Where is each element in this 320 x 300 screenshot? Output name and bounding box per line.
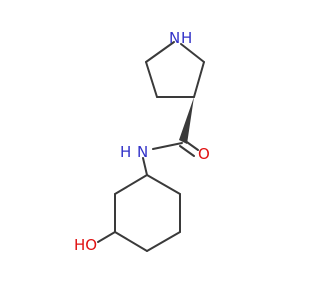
bond-carbonyl-1 bbox=[183, 139, 199, 151]
wedge-bond bbox=[179, 97, 194, 144]
bonds bbox=[97, 41, 205, 252]
bond-cy-1 bbox=[146, 174, 181, 195]
bond-ch2-n-right bbox=[180, 43, 205, 63]
bond-cy-3 bbox=[146, 231, 181, 252]
bond-stereocenter-ch2-right bbox=[193, 61, 205, 98]
bond-cy-4 bbox=[114, 231, 148, 252]
bond-carbonyl-2 bbox=[179, 145, 195, 157]
bond-c-oh bbox=[97, 231, 116, 243]
molecule-structure: N H N H O HO bbox=[74, 29, 210, 254]
amide-nh-hydrogen-label: H bbox=[120, 143, 131, 161]
ring-nh-hydrogen-label: H bbox=[181, 29, 192, 47]
atom-labels: N H N H O HO bbox=[74, 29, 210, 254]
bond-ch2-ch2-left bbox=[145, 61, 158, 98]
bond-cy-6 bbox=[114, 174, 148, 195]
bond-n-cyclohexyl bbox=[142, 157, 148, 176]
amide-nitrogen-label: N bbox=[137, 143, 148, 161]
bond-c-n-amide bbox=[152, 142, 183, 150]
bond-n-ch2-left bbox=[145, 41, 175, 63]
carbonyl-oxygen-label: O bbox=[198, 145, 210, 163]
hydroxyl-label: HO bbox=[74, 236, 97, 254]
ring-nitrogen-label: N bbox=[169, 29, 180, 47]
